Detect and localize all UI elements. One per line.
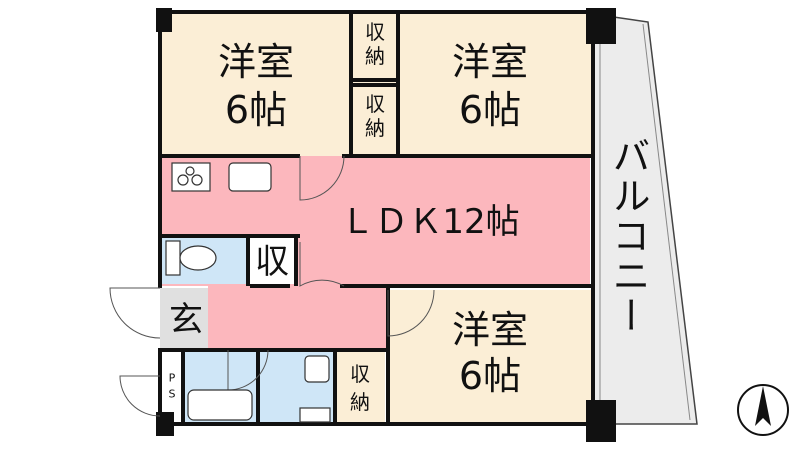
bedroom-top-left-name: 洋室	[218, 40, 294, 84]
columns	[156, 8, 616, 442]
bedroom-top-right-size: 6帖	[459, 88, 521, 132]
stove-icon	[171, 162, 211, 192]
sink-icon	[228, 162, 272, 192]
ps-line2: S	[169, 388, 176, 401]
storage-top-lower-line2: 納	[365, 116, 385, 140]
bathtub-icon	[187, 389, 253, 421]
storage-top-upper-line2: 納	[365, 44, 385, 68]
storage-top-upper-line1: 収	[365, 20, 385, 44]
hall-floor	[208, 286, 388, 348]
toilet-icon	[165, 240, 217, 276]
bedroom-top-right-floor	[398, 12, 593, 156]
ps-line1: P	[169, 372, 176, 385]
bedroom-bottom-floor	[388, 290, 593, 424]
storage-bottom-line1: 収	[350, 362, 370, 386]
bedroom-bottom-name: 洋室	[452, 308, 528, 352]
bedroom-top-left-floor	[160, 12, 351, 156]
bedroom-bottom-size: 6帖	[459, 354, 521, 398]
entrance-label: 玄	[169, 300, 203, 340]
walls	[158, 10, 595, 426]
storage-bottom-floor	[335, 350, 385, 424]
compass-north-icon	[737, 384, 789, 436]
balcony-label: バルコニー	[606, 136, 650, 336]
storage-small-label: 収	[255, 242, 289, 282]
storage-bottom-line2: 納	[350, 390, 370, 414]
washbasin-icon	[299, 355, 331, 423]
ldk-label: ＬＤＫ12帖	[340, 202, 519, 242]
bedroom-top-left-size: 6帖	[225, 88, 287, 132]
storage-top-lower-line1: 収	[365, 92, 385, 116]
bedroom-top-right-name: 洋室	[452, 40, 528, 84]
entrance-floor	[160, 288, 208, 348]
